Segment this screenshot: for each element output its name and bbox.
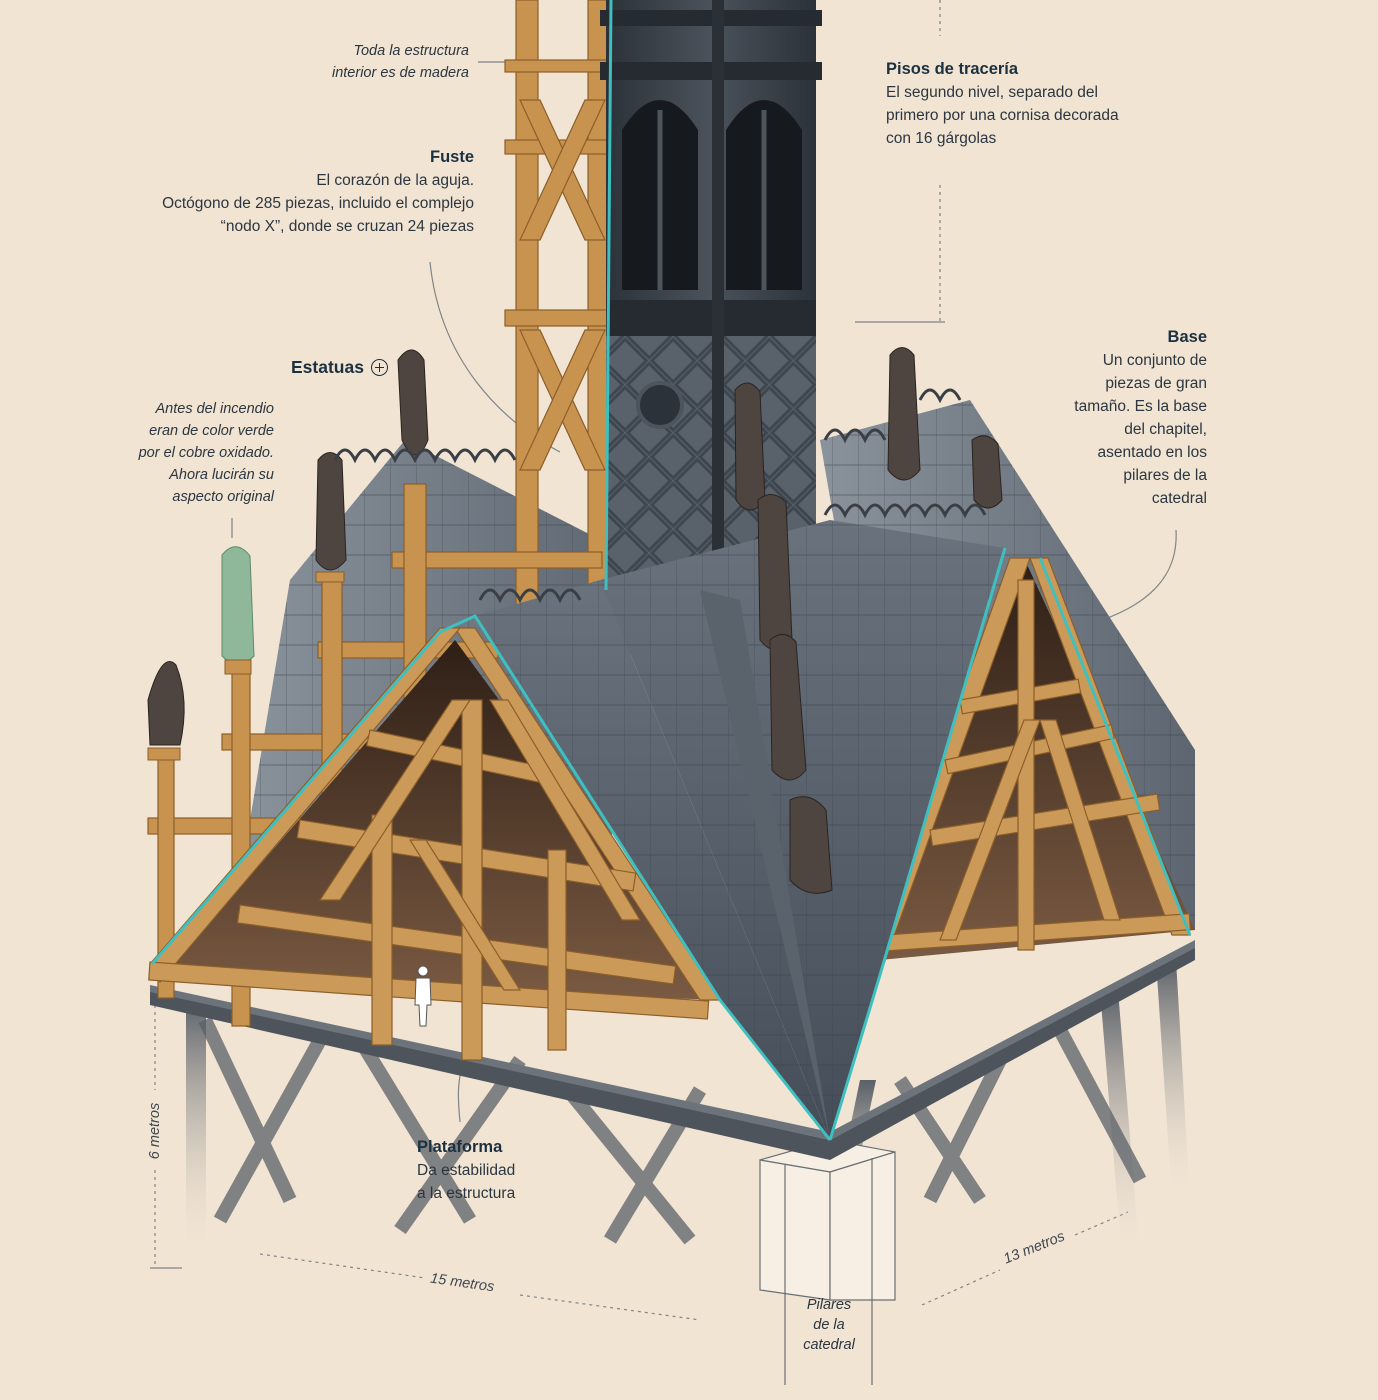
pilares-line: catedral: [803, 1337, 855, 1353]
base-label: Base Un conjunto de piezas de gran tamañ…: [1040, 326, 1207, 510]
base-line: catedral: [1151, 490, 1207, 507]
fuste-line: “nodo X”, donde se cruzan 24 piezas: [220, 218, 474, 235]
spire: [600, 0, 822, 590]
pillar: [759, 1139, 896, 1385]
madera-note: Toda la estructura interior es de madera: [300, 40, 469, 84]
platform: [150, 945, 1195, 1160]
height-dimension: 6 metros: [147, 1102, 163, 1160]
base-line: tamaño. Es la base: [1074, 398, 1207, 415]
plataforma-title: Plataforma: [417, 1138, 503, 1156]
pisos-line: con 16 gárgolas: [886, 130, 997, 147]
estatuas-line: aspecto original: [172, 489, 274, 505]
pisos-line: primero por una cornisa decorada: [886, 107, 1119, 124]
pisos-line: El segundo nivel, separado del: [886, 84, 1098, 101]
pisos-title: Pisos de tracería: [886, 60, 1019, 78]
base-line: piezas de gran: [1105, 375, 1207, 392]
plataforma-line: a la estructura: [417, 1185, 516, 1202]
pilares-line: de la: [813, 1317, 845, 1333]
plus-icon[interactable]: [371, 359, 388, 376]
estatuas-line: eran de color verde: [149, 423, 274, 439]
base-title: Base: [1167, 328, 1207, 346]
estatuas-note: Antes del incendio eran de color verde p…: [110, 398, 274, 508]
madera-line: interior es de madera: [331, 65, 469, 81]
estatuas-title: Estatuas: [291, 357, 364, 377]
pisos-label: Pisos de tracería El segundo nivel, sepa…: [886, 58, 1186, 150]
base-line: pilares de la: [1123, 467, 1207, 484]
base-line: del chapitel,: [1124, 421, 1207, 438]
estatuas-line: por el cobre oxidado.: [138, 445, 274, 461]
fuste-line: El corazón de la aguja.: [316, 172, 474, 189]
plataforma-label: Plataforma Da estabilidad a la estructur…: [417, 1136, 617, 1205]
fuste-line: Octógono de 285 piezas, incluido el comp…: [162, 195, 474, 212]
plataforma-line: Da estabilidad: [417, 1162, 516, 1179]
pilares-label: Pilares de la catedral: [779, 1295, 879, 1355]
base-line: asentado en los: [1097, 444, 1207, 461]
human-scale-figure: [414, 965, 432, 1027]
madera-line: Toda la estructura: [353, 43, 469, 59]
base-line: Un conjunto de: [1102, 352, 1207, 369]
copper-statue: [221, 546, 255, 665]
fuste-label: Fuste El corazón de la aguja. Octógono d…: [120, 146, 474, 238]
estatuas-line: Antes del incendio: [155, 401, 275, 417]
fuste-title: Fuste: [429, 148, 474, 166]
estatuas-line: Ahora lucirán su: [169, 467, 274, 483]
pilares-line: Pilares: [806, 1297, 852, 1313]
